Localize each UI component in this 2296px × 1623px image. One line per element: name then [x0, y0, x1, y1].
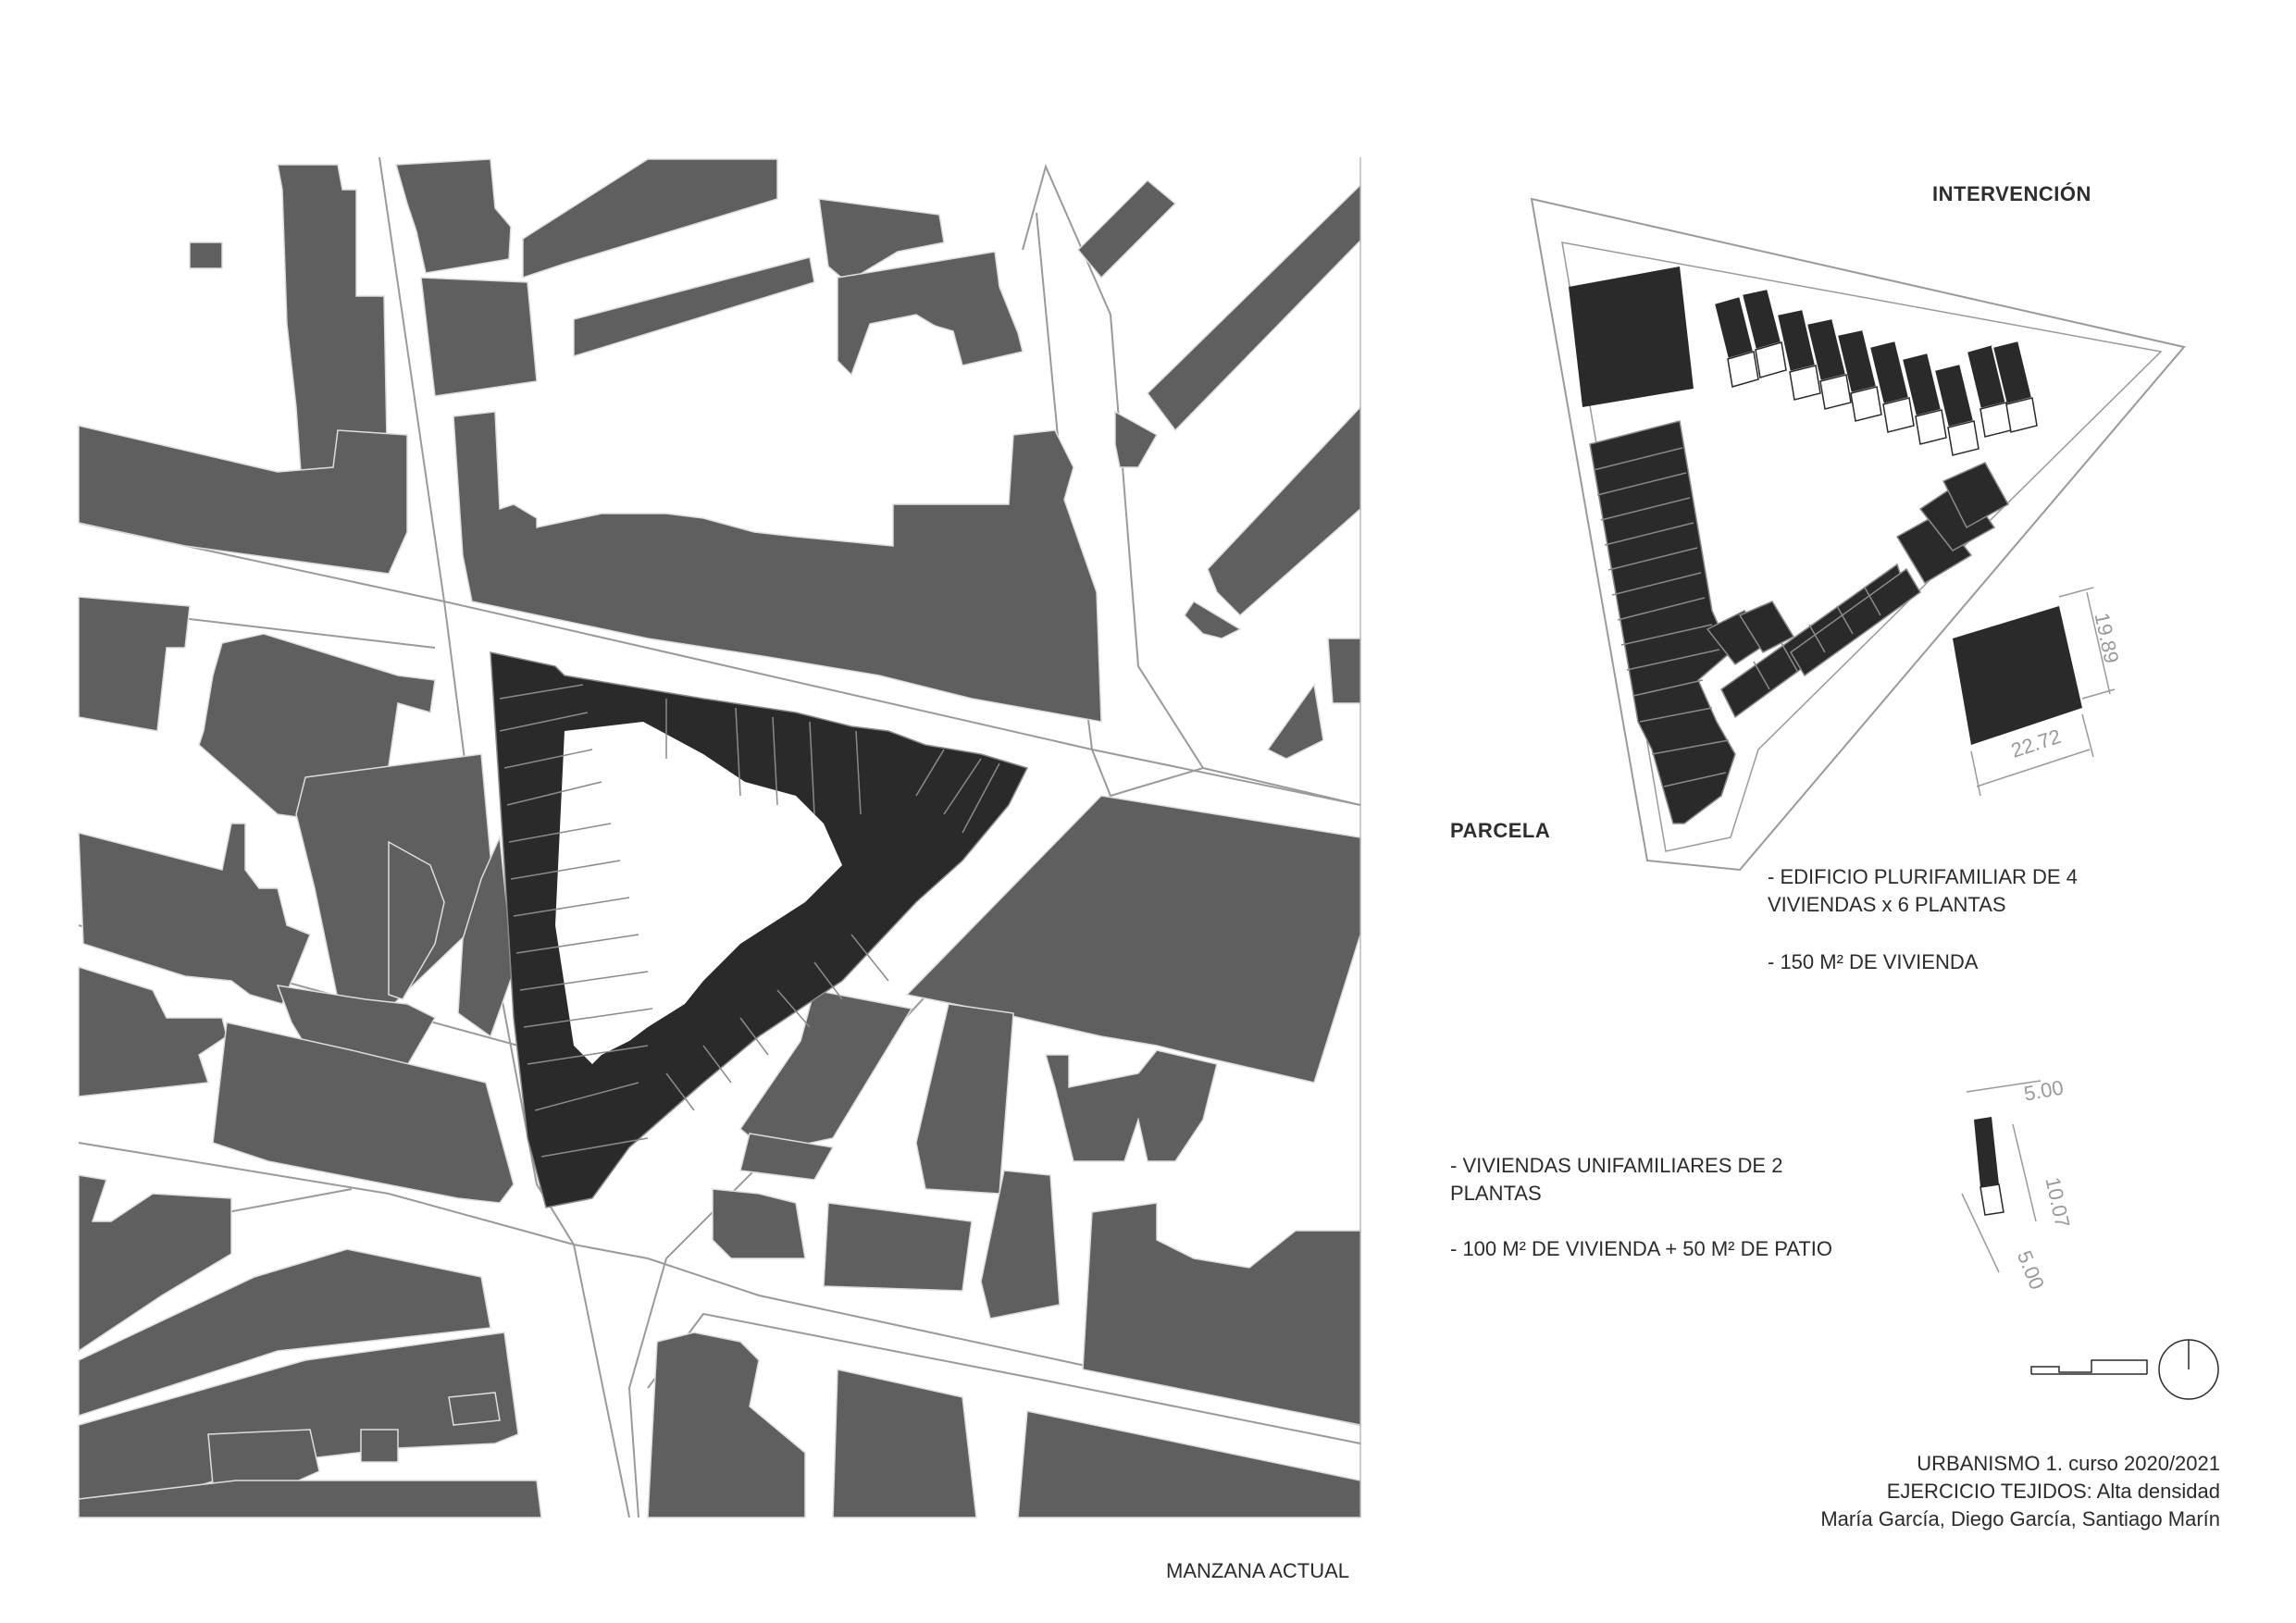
label-intervencion: INTERVENCIÓN [1932, 182, 2091, 205]
note-plurifamiliar-area: - 150 M² DE VIVIENDA [1768, 950, 1979, 973]
patio [1915, 409, 1947, 445]
parcel-outline [1530, 197, 2186, 872]
label-parcela: PARCELA [1450, 819, 1551, 842]
building [78, 1174, 232, 1353]
house-patio [1980, 1183, 2004, 1216]
plurifamiliar-block-a [1569, 266, 1694, 407]
patio [1819, 374, 1852, 410]
building [739, 1133, 835, 1181]
parcel-courtyard [555, 722, 842, 1064]
scale-bar [2030, 1359, 2148, 1375]
footer-authors: María García, Diego García, Santiago Mar… [1820, 1507, 2220, 1530]
rowhouse-stack [1589, 420, 1736, 824]
patio [1882, 397, 1915, 433]
building [1207, 405, 1361, 617]
footer-course: URBANISMO 1. curso 2020/2021 [1917, 1452, 2220, 1475]
building [1266, 683, 1324, 760]
rowhouse [1942, 462, 2010, 529]
patio [2005, 397, 2038, 433]
north-arrow-icon [2158, 1339, 2219, 1400]
building [395, 158, 512, 274]
rowhouses-left-b [1706, 601, 1795, 666]
intervention-plan [1530, 197, 2186, 872]
note-unifamiliar-2: PLANTAS [1450, 1182, 1542, 1205]
building [647, 1332, 806, 1518]
building [78, 596, 191, 732]
house-dimension-lines [1961, 1080, 2042, 1273]
existing-buildings [78, 158, 1361, 1518]
building [189, 242, 223, 269]
building [78, 965, 228, 1097]
building [573, 256, 815, 358]
building [1082, 1202, 1361, 1426]
building [1045, 1049, 1218, 1162]
rowhouse [1895, 513, 1973, 585]
building [712, 1188, 806, 1259]
building [1076, 179, 1177, 279]
building [360, 1429, 399, 1463]
note-plurifamiliar-2: VIVIENDAS x 6 PLANTAS [1768, 893, 2006, 916]
building [818, 198, 945, 283]
building [823, 1202, 973, 1292]
label-manzana-actual: MANZANA ACTUAL [1166, 1559, 1350, 1582]
building [1114, 410, 1159, 468]
house-detail [1961, 1080, 2042, 1273]
building [1147, 183, 1361, 432]
rowhouses-top [1712, 287, 2034, 429]
parcel-divisions [499, 684, 1000, 1158]
patio [1755, 341, 1787, 378]
building [453, 411, 1102, 723]
building [78, 823, 311, 1005]
building [522, 158, 778, 279]
building [78, 425, 408, 575]
patio [1727, 351, 1759, 388]
building [832, 1369, 977, 1518]
plurifamiliar-block-b [1953, 606, 2082, 745]
patio [1947, 420, 1980, 456]
building [1327, 638, 1361, 704]
building [212, 1022, 515, 1204]
building [388, 840, 445, 1000]
house-footprint [1974, 1117, 1999, 1187]
building [915, 1003, 1014, 1195]
building [837, 251, 1024, 377]
dimension-lines [1970, 587, 2116, 797]
building [1184, 600, 1242, 639]
site-map [78, 156, 1361, 1518]
rowhouses-left [1589, 420, 1736, 824]
building [1017, 1410, 1361, 1518]
building [420, 277, 538, 397]
patio [1789, 365, 1821, 401]
building [980, 1170, 1061, 1319]
rowhouse [1738, 601, 1795, 653]
building [78, 1248, 491, 1418]
rowhouses-diagonal [1720, 462, 2010, 719]
building [78, 1480, 542, 1518]
rowhouse-patios [1727, 341, 2038, 456]
patio [1850, 386, 1882, 422]
note-plurifamiliar-1: - EDIFICIO PLURIFAMILIAR DE 4 [1768, 865, 2078, 888]
parcel-inner-outline [1561, 242, 2163, 852]
footer-exercise: EJERCICIO TEJIDOS: Alta densidad [1886, 1480, 2220, 1503]
note-unifamiliar-1: - VIVIENDAS UNIFAMILIARES DE 2 [1450, 1154, 1783, 1177]
building [448, 1392, 501, 1426]
note-unifamiliar-area: - 100 M² DE VIVIENDA + 50 M² DE PATIO [1450, 1237, 1833, 1260]
